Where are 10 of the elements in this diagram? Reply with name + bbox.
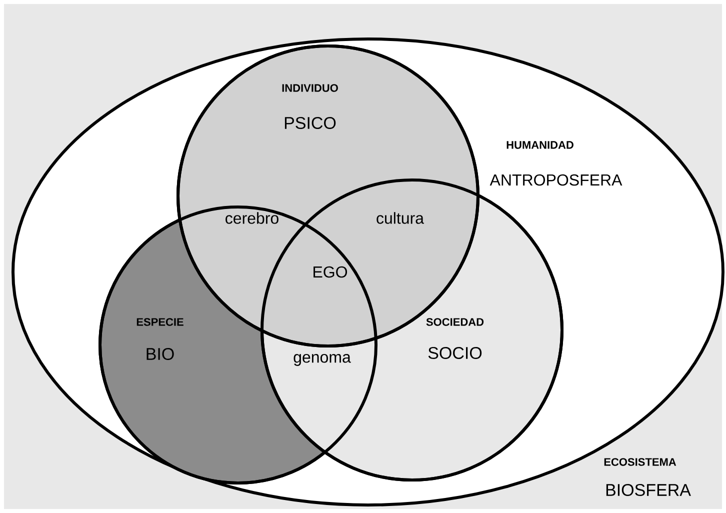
region-label: EGO bbox=[314, 266, 348, 278]
region-label: cultura bbox=[376, 212, 424, 224]
region-label: genoma bbox=[294, 354, 351, 366]
region-label: cerebro bbox=[226, 212, 278, 224]
ellipse-label: ECOSISTEMA BIOSFERA bbox=[604, 458, 691, 496]
region-label: HUMANIDAD bbox=[506, 141, 574, 149]
circle-label: INDIVIDUO PSICO bbox=[282, 84, 338, 130]
circle-label: SOCIEDAD SOCIO bbox=[426, 318, 484, 359]
circle-label: ESPECIE BIO bbox=[136, 318, 184, 360]
region-label: ANTROPOSFERA bbox=[490, 174, 622, 186]
